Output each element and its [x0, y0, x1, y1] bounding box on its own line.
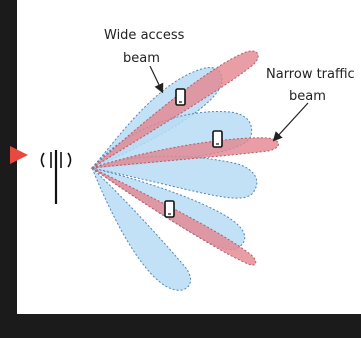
wide-beam-lobe: [90, 155, 258, 199]
antenna-icon: [40, 150, 72, 204]
wide-beam-lobe: [91, 167, 191, 291]
narrow-beam-label-line2: beam: [289, 89, 326, 104]
narrow-beam-lobe: [91, 137, 279, 169]
wide-beam-label-line1: Wide access: [104, 28, 185, 43]
narrow-beam-lobe: [91, 50, 259, 169]
wide-beam-callout-arrow: [149, 65, 164, 94]
narrow-beam-label-line1: Narrow traffic: [266, 67, 355, 82]
narrow-beam-callout-arrow: [272, 102, 309, 142]
wide-beam-label-line2: beam: [123, 51, 160, 66]
phone-icon: [164, 200, 175, 218]
red-arrow-icon: [10, 146, 28, 164]
phone-icon: [212, 130, 223, 148]
phone-icon: [175, 88, 186, 106]
